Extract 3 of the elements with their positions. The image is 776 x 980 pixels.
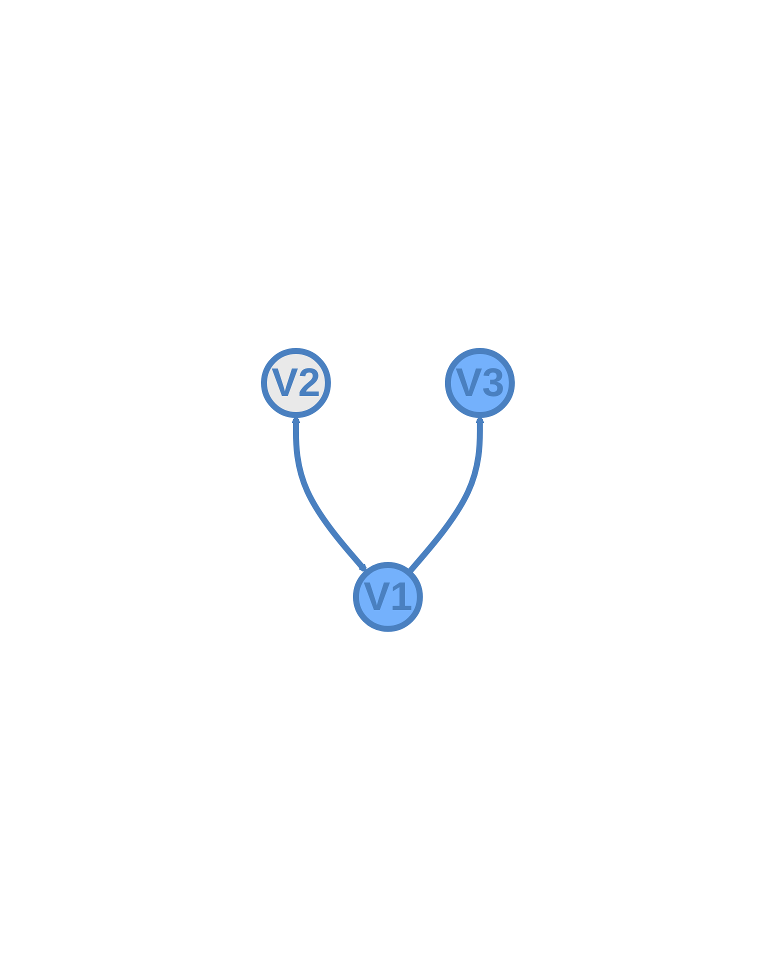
node-circle: V1 <box>353 562 423 632</box>
node-circle: V3 <box>445 348 515 418</box>
node-circle: V2 <box>261 348 331 418</box>
